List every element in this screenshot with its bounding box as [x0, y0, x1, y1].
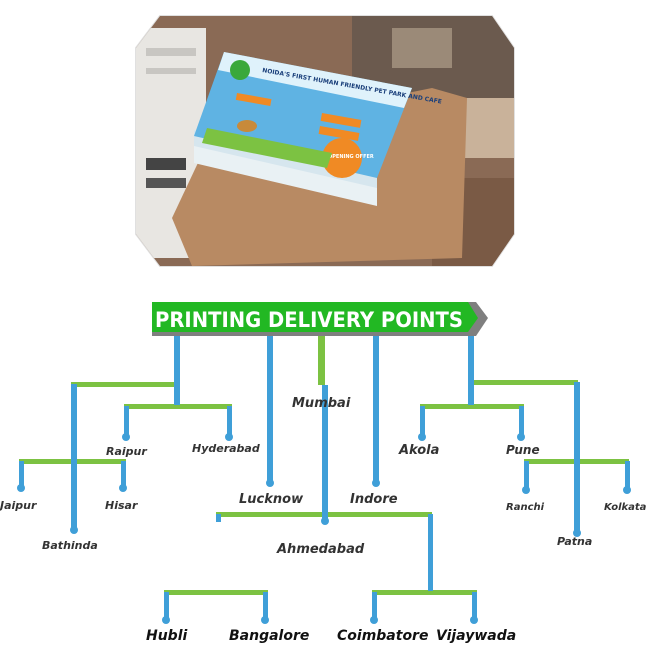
- city-hisar: Hisar: [105, 499, 138, 512]
- blue-lines: [19, 335, 630, 619]
- city-jaipur: Jaipur: [0, 499, 37, 512]
- dot-kolkata: [623, 486, 631, 494]
- dot-pune: [517, 433, 525, 441]
- city-ranchi: Ranchi: [506, 502, 545, 513]
- dot-raipur: [122, 433, 130, 441]
- flyers-photo-graphic: NOIDA'S FIRST HUMAN FRIENDLY PET PARK AN…: [135, 15, 515, 267]
- dot-akola: [418, 433, 426, 441]
- city-indore: Indore: [350, 492, 398, 507]
- city-lucknow: Lucknow: [239, 492, 304, 507]
- dot-vijaywada: [470, 616, 478, 624]
- dot-patna: [573, 529, 581, 537]
- dot-ahmedabad: [321, 517, 329, 525]
- city-bathinda: Bathinda: [42, 539, 98, 552]
- flyer-badge: OPENING OFFER: [328, 154, 374, 160]
- city-mumbai: Mumbai: [292, 396, 351, 411]
- city-hyderabad: Hyderabad: [192, 442, 260, 455]
- flyers-photo: NOIDA'S FIRST HUMAN FRIENDLY PET PARK AN…: [132, 8, 517, 270]
- dot-ranchi: [522, 486, 530, 494]
- city-raipur: Raipur: [106, 445, 147, 458]
- dot-coimbatore: [370, 616, 378, 624]
- dot-bangalore: [261, 616, 269, 624]
- city-ahmedabad: Ahmedabad: [276, 542, 365, 557]
- city-akola: Akola: [398, 443, 439, 458]
- dot-hyderabad: [225, 433, 233, 441]
- city-patna: Patna: [557, 535, 592, 548]
- dot-bathinda: [70, 526, 78, 534]
- city-labels: Mumbai Raipur Hyderabad Jaipur Hisar Bat…: [0, 396, 647, 644]
- dot-lucknow: [266, 479, 274, 487]
- city-vijaywada: Vijaywada: [436, 628, 516, 644]
- city-coimbatore: Coimbatore: [337, 628, 428, 644]
- city-pune: Pune: [506, 443, 540, 457]
- dot-hubli: [162, 616, 170, 624]
- endpoint-dots: [17, 433, 631, 624]
- title-banner: PRINTING DELIVERY POINTS: [152, 302, 488, 336]
- dot-hisar: [119, 484, 127, 492]
- diagram-title: PRINTING DELIVERY POINTS: [155, 308, 463, 332]
- city-hubli: Hubli: [146, 628, 188, 644]
- dot-jaipur: [17, 484, 25, 492]
- dot-indore: [372, 479, 380, 487]
- city-bangalore: Bangalore: [229, 628, 309, 644]
- city-kolkata: Kolkata: [604, 502, 647, 513]
